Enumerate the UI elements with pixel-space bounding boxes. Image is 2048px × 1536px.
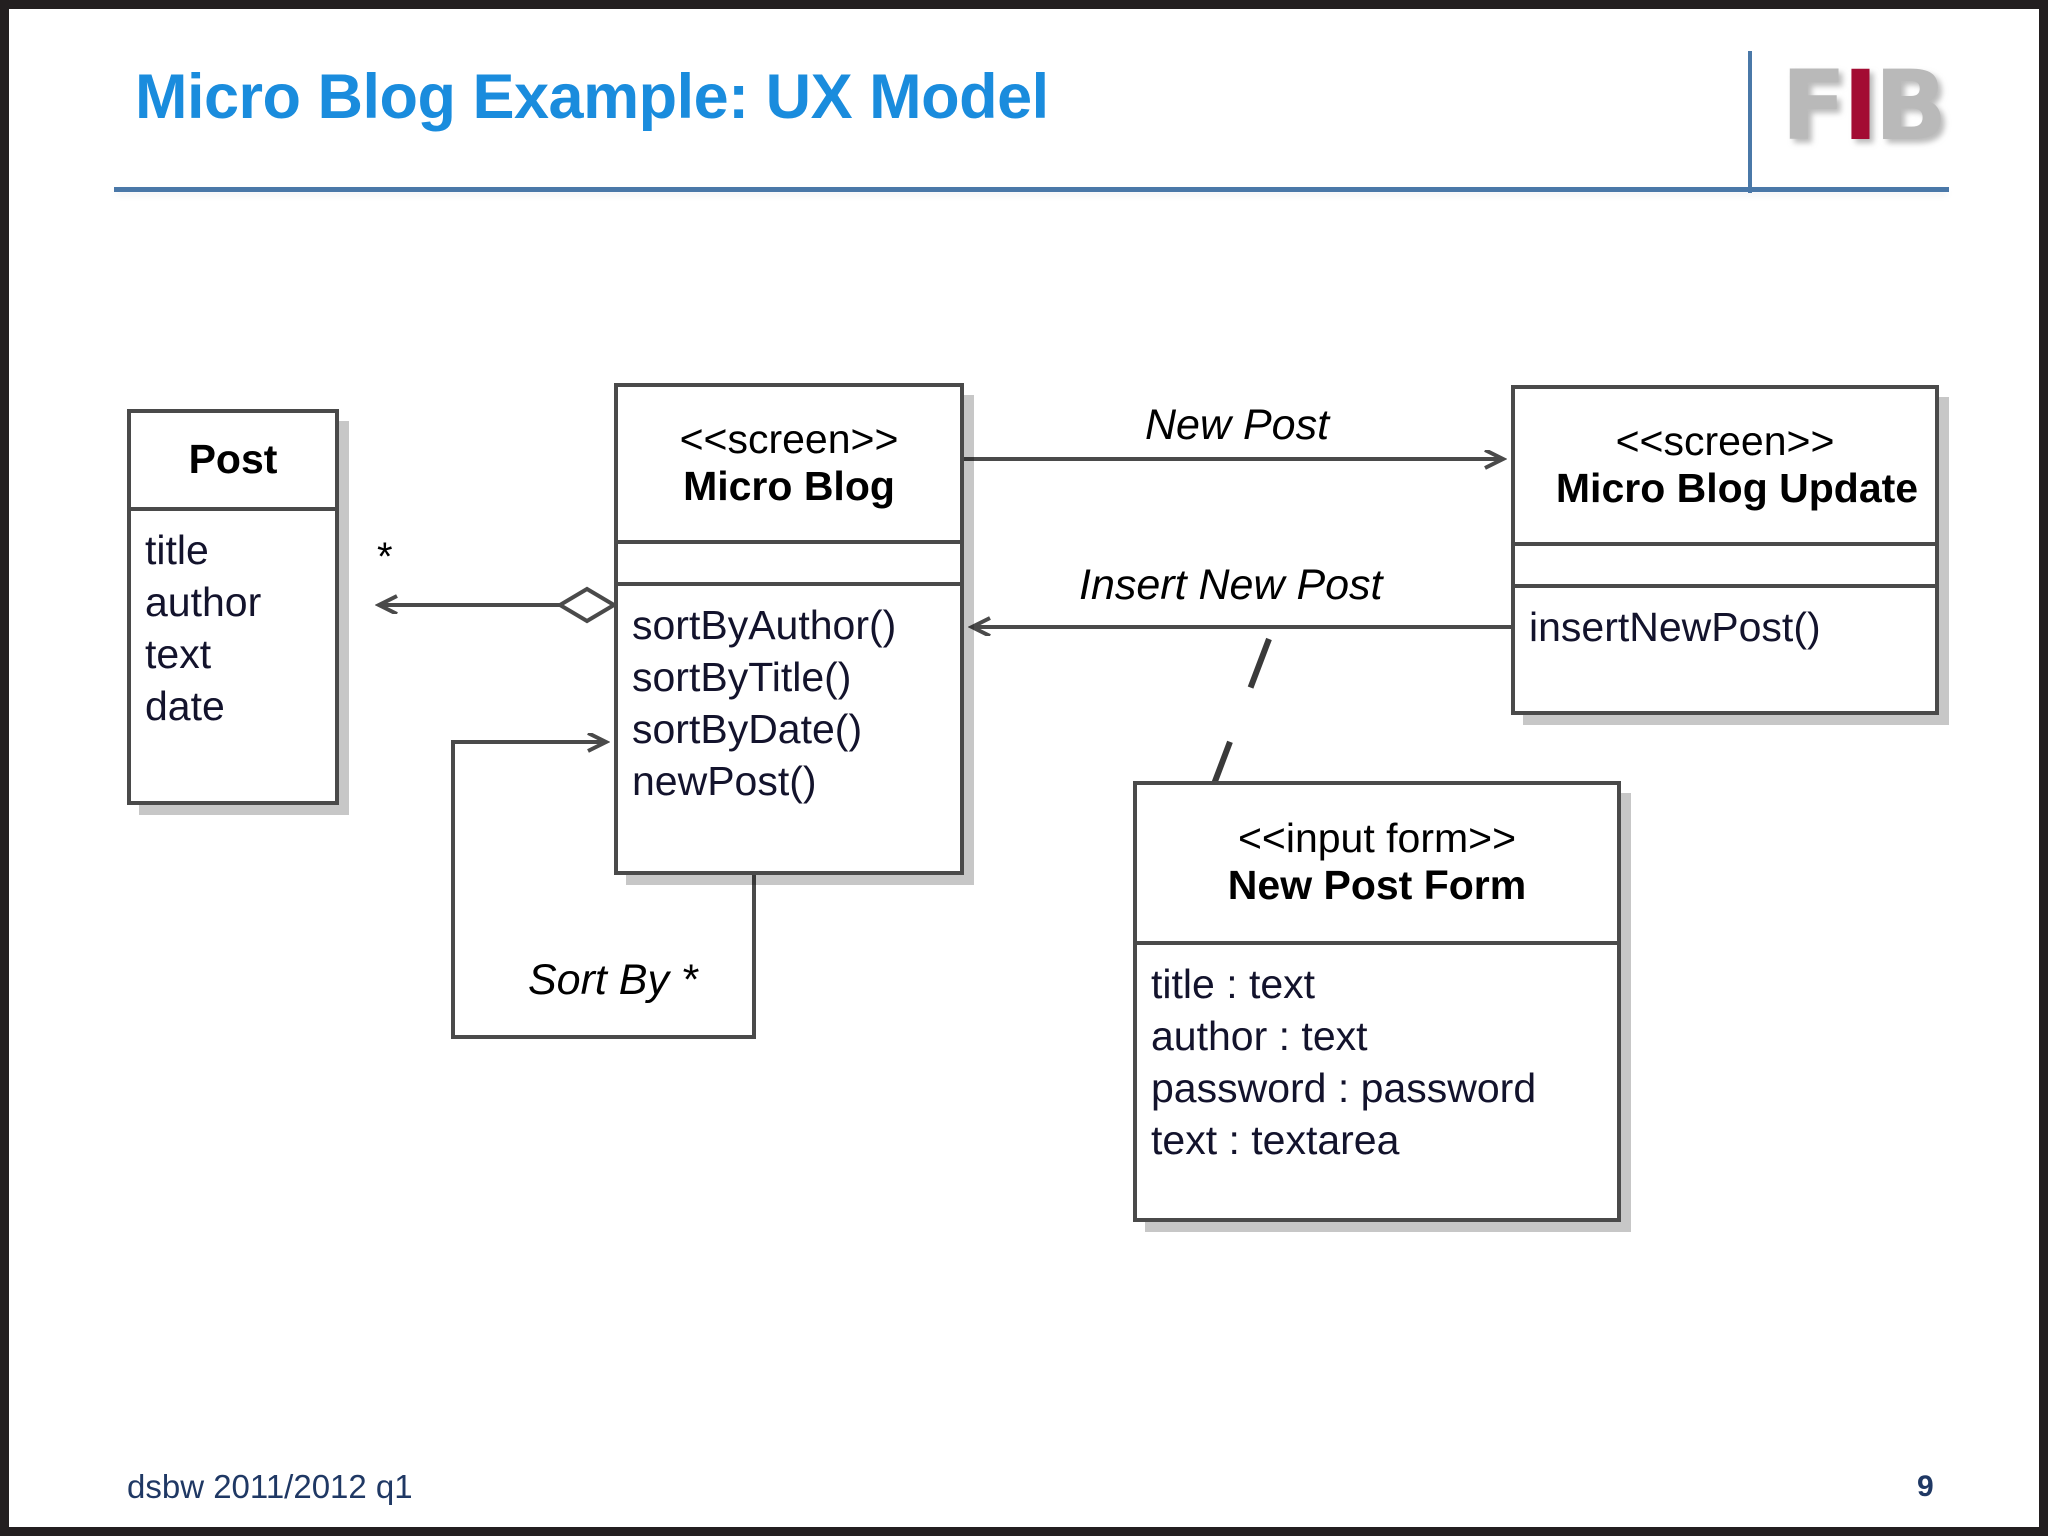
uml-class-post-header: Post	[131, 413, 335, 511]
uml-class-post-name: Post	[188, 436, 278, 483]
logo-divider-line	[1748, 51, 1752, 193]
uml-class-post-attributes: title author text date	[131, 511, 335, 731]
uml-class-micro-blog-update-header: <<screen>> Micro Blog Update	[1515, 389, 1935, 546]
relationship-dependency-form	[1211, 637, 1272, 786]
aggregation-diamond	[556, 586, 618, 624]
uml-operation: sortByAuthor()	[632, 602, 897, 648]
fib-logo-letter-f: F	[1781, 50, 1847, 162]
uml-operation: sortByDate()	[632, 706, 863, 753]
uml-attribute: title : text	[1151, 961, 1316, 1007]
edge-label-new-post: New Post	[1145, 401, 1330, 449]
uml-attribute: text : textarea	[1151, 1117, 1400, 1164]
fib-logo: F I B	[1781, 50, 1947, 162]
uml-operation: sortByTitle()	[632, 654, 852, 701]
fib-logo-letter-i: I	[1842, 50, 1879, 162]
uml-attribute: title	[145, 527, 209, 573]
uml-class-micro-blog-operations: sortByAuthor() sortByTitle() sortByDate(…	[618, 586, 960, 806]
footer-course-label: dsbw 2011/2012 q1	[127, 1468, 413, 1505]
relationship-aggregation-post	[379, 586, 618, 624]
uml-class-new-post-form-header: <<input form>> New Post Form	[1137, 785, 1617, 945]
uml-class-new-post-form[interactable]: <<input form>> New Post Form title : tex…	[1133, 781, 1621, 1222]
edge-label-insert-new-post: Insert New Post	[1079, 561, 1383, 609]
uml-class-new-post-form-name: New Post Form	[1227, 862, 1527, 909]
uml-attribute: author : text	[1151, 1013, 1368, 1060]
uml-attribute: author	[145, 579, 262, 626]
uml-class-micro-blog-name: Micro Blog	[683, 462, 895, 509]
edge-label-sort-by: Sort By *	[528, 956, 698, 1004]
uml-attribute: text	[145, 631, 212, 678]
uml-operation: insertNewPost()	[1529, 604, 1821, 650]
uml-attribute: password : password	[1151, 1065, 1537, 1112]
uml-class-micro-blog[interactable]: <<screen>> Micro Blog sortByAuthor() sor…	[614, 383, 964, 875]
uml-attribute: date	[145, 683, 225, 730]
uml-class-micro-blog-header: <<screen>> Micro Blog	[618, 387, 960, 544]
uml-class-micro-blog-attributes-empty	[618, 544, 960, 586]
uml-operation: newPost()	[632, 758, 817, 805]
uml-class-new-post-form-attributes: title : text author : text password : pa…	[1137, 945, 1617, 1165]
uml-class-micro-blog-update-name: Micro Blog Update	[1555, 464, 1919, 511]
uml-class-micro-blog-update[interactable]: <<screen>> Micro Blog Update insertNewPo…	[1511, 385, 1939, 715]
page-number: 9	[1917, 1470, 1934, 1503]
uml-stereotype: <<screen>>	[679, 415, 899, 462]
uml-class-post[interactable]: Post title author text date	[127, 409, 339, 805]
fib-logo-letter-b: B	[1874, 50, 1947, 162]
multiplicity-post: *	[377, 535, 393, 579]
uml-class-micro-blog-update-attributes-empty	[1515, 546, 1935, 588]
uml-stereotype: <<input form>>	[1237, 815, 1517, 862]
uml-class-micro-blog-update-operations: insertNewPost()	[1515, 588, 1935, 651]
title-divider-rule	[114, 187, 1949, 192]
page-title: Micro Blog Example: UX Model	[135, 62, 1049, 132]
uml-stereotype: <<screen>>	[1615, 417, 1835, 464]
